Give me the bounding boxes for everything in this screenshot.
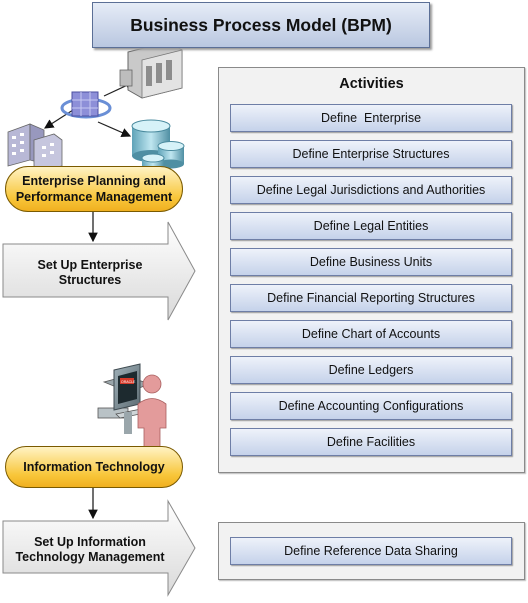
page-title-text: Business Process Model (BPM) bbox=[130, 14, 392, 35]
arrow-label-line2: Structures bbox=[58, 273, 122, 287]
page-title: Business Process Model (BPM) bbox=[92, 2, 430, 48]
activity-label: Define Legal Jurisdictions and Authoriti… bbox=[256, 183, 486, 197]
process-arrow-it bbox=[2, 499, 196, 597]
activity-label: Define Business Units bbox=[309, 255, 433, 269]
activity-label: Define Facilities bbox=[326, 435, 416, 449]
arrow-label-line1: Set Up Enterprise bbox=[37, 258, 143, 272]
activity-define-business-units[interactable]: Define Business Units bbox=[230, 248, 512, 276]
activity-label: Define Ledgers bbox=[328, 363, 414, 377]
process-arrow-enterprise bbox=[2, 221, 196, 321]
activity-define-ledgers[interactable]: Define Ledgers bbox=[230, 356, 512, 384]
activity-define-enterprise-structures[interactable]: Define Enterprise Structures bbox=[230, 140, 512, 168]
activity-label: Define Legal Entities bbox=[313, 219, 429, 233]
information-technology-label: Information Technology bbox=[23, 460, 165, 474]
activity-label: Define Accounting Configurations bbox=[278, 399, 464, 413]
activity-define-facilities[interactable]: Define Facilities bbox=[230, 428, 512, 456]
activity-label: Define Financial Reporting Structures bbox=[267, 291, 475, 305]
svg-text:ORACLE: ORACLE bbox=[121, 380, 136, 384]
activity-define-accounting-configurations[interactable]: Define Accounting Configurations bbox=[230, 392, 512, 420]
activity-define-chart-of-accounts[interactable]: Define Chart of Accounts bbox=[230, 320, 512, 348]
activity-label: Define Chart of Accounts bbox=[301, 327, 441, 341]
enterprise-planning-line1: Enterprise Planning and bbox=[22, 174, 166, 188]
enterprise-planning-oval[interactable]: Enterprise Planning and Performance Mana… bbox=[5, 166, 183, 212]
activity-label: Define Enterprise bbox=[320, 111, 422, 125]
activities-title: Activities bbox=[339, 76, 404, 92]
information-technology-oval[interactable]: Information Technology bbox=[5, 446, 183, 488]
arrow-label-line2: Technology Management bbox=[15, 550, 165, 564]
setup-enterprise-structures-label: Set Up Enterprise Structures bbox=[10, 258, 170, 288]
arrow-label-line1: Set Up Information bbox=[34, 535, 146, 549]
activity-define-enterprise[interactable]: Define Enterprise bbox=[230, 104, 512, 132]
activity-define-financial-reporting[interactable]: Define Financial Reporting Structures bbox=[230, 284, 512, 312]
globe-network-icon bbox=[60, 91, 112, 119]
office-buildings-icon bbox=[7, 123, 63, 171]
setup-it-management-label: Set Up Information Technology Management bbox=[10, 535, 170, 565]
activity-label: Define Reference Data Sharing bbox=[284, 544, 458, 558]
activity-define-legal-entities[interactable]: Define Legal Entities bbox=[230, 212, 512, 240]
activity-label: Define Enterprise Structures bbox=[292, 147, 450, 161]
computer-user-icon: ORACLE bbox=[97, 363, 167, 451]
activity-define-legal-jurisdictions[interactable]: Define Legal Jurisdictions and Authoriti… bbox=[230, 176, 512, 204]
enterprise-planning-line2: Performance Management bbox=[15, 190, 173, 204]
activity-define-reference-data-sharing[interactable]: Define Reference Data Sharing bbox=[230, 537, 512, 565]
